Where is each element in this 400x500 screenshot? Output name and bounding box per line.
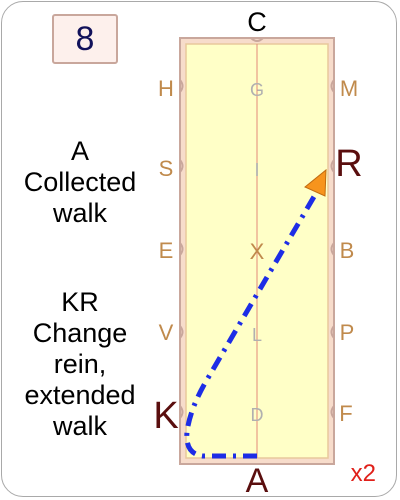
- movement-line: walk: [52, 198, 107, 228]
- repeat-badge: x2: [350, 460, 376, 487]
- movement-1-text: A Collected walk: [10, 136, 150, 229]
- arrow-head-icon: [304, 168, 327, 197]
- arena-letter-b: B: [340, 238, 355, 263]
- movement-2-text: KR Change rein, extended walk: [0, 287, 160, 442]
- movement-line: KR: [61, 287, 99, 317]
- movement-line: extended: [24, 380, 136, 410]
- arena-letter-h: H: [158, 76, 174, 101]
- arena-letter-i: I: [254, 160, 259, 180]
- arena-letter-d: D: [251, 405, 264, 425]
- ride-path: [184, 181, 325, 459]
- letter-markers: [179, 37, 335, 419]
- movement-line: A: [70, 136, 89, 166]
- arena-letter-a: A: [246, 462, 269, 500]
- arena-letter-p: P: [340, 320, 355, 345]
- arena-letter-e: E: [159, 238, 174, 263]
- arena-letter-k: K: [153, 395, 178, 437]
- arena-letter-m: M: [340, 76, 358, 101]
- arena-letter-c: C: [247, 7, 267, 37]
- arena-letter-r: R: [335, 143, 362, 185]
- arena-letter-s: S: [159, 156, 174, 181]
- arena-letter-v: V: [159, 320, 174, 345]
- test-number-badge: 8: [52, 14, 118, 64]
- arena-letter-x: X: [250, 239, 265, 264]
- movement-line: walk: [52, 411, 107, 441]
- movement-line: Change: [32, 318, 128, 348]
- arena-letter-g: G: [250, 80, 264, 100]
- arena-letter-f: F: [339, 401, 352, 426]
- movement-line: Collected: [23, 167, 137, 197]
- arena-letter-l: L: [252, 325, 262, 345]
- movement-line: rein,: [53, 349, 107, 379]
- test-number: 8: [75, 19, 95, 58]
